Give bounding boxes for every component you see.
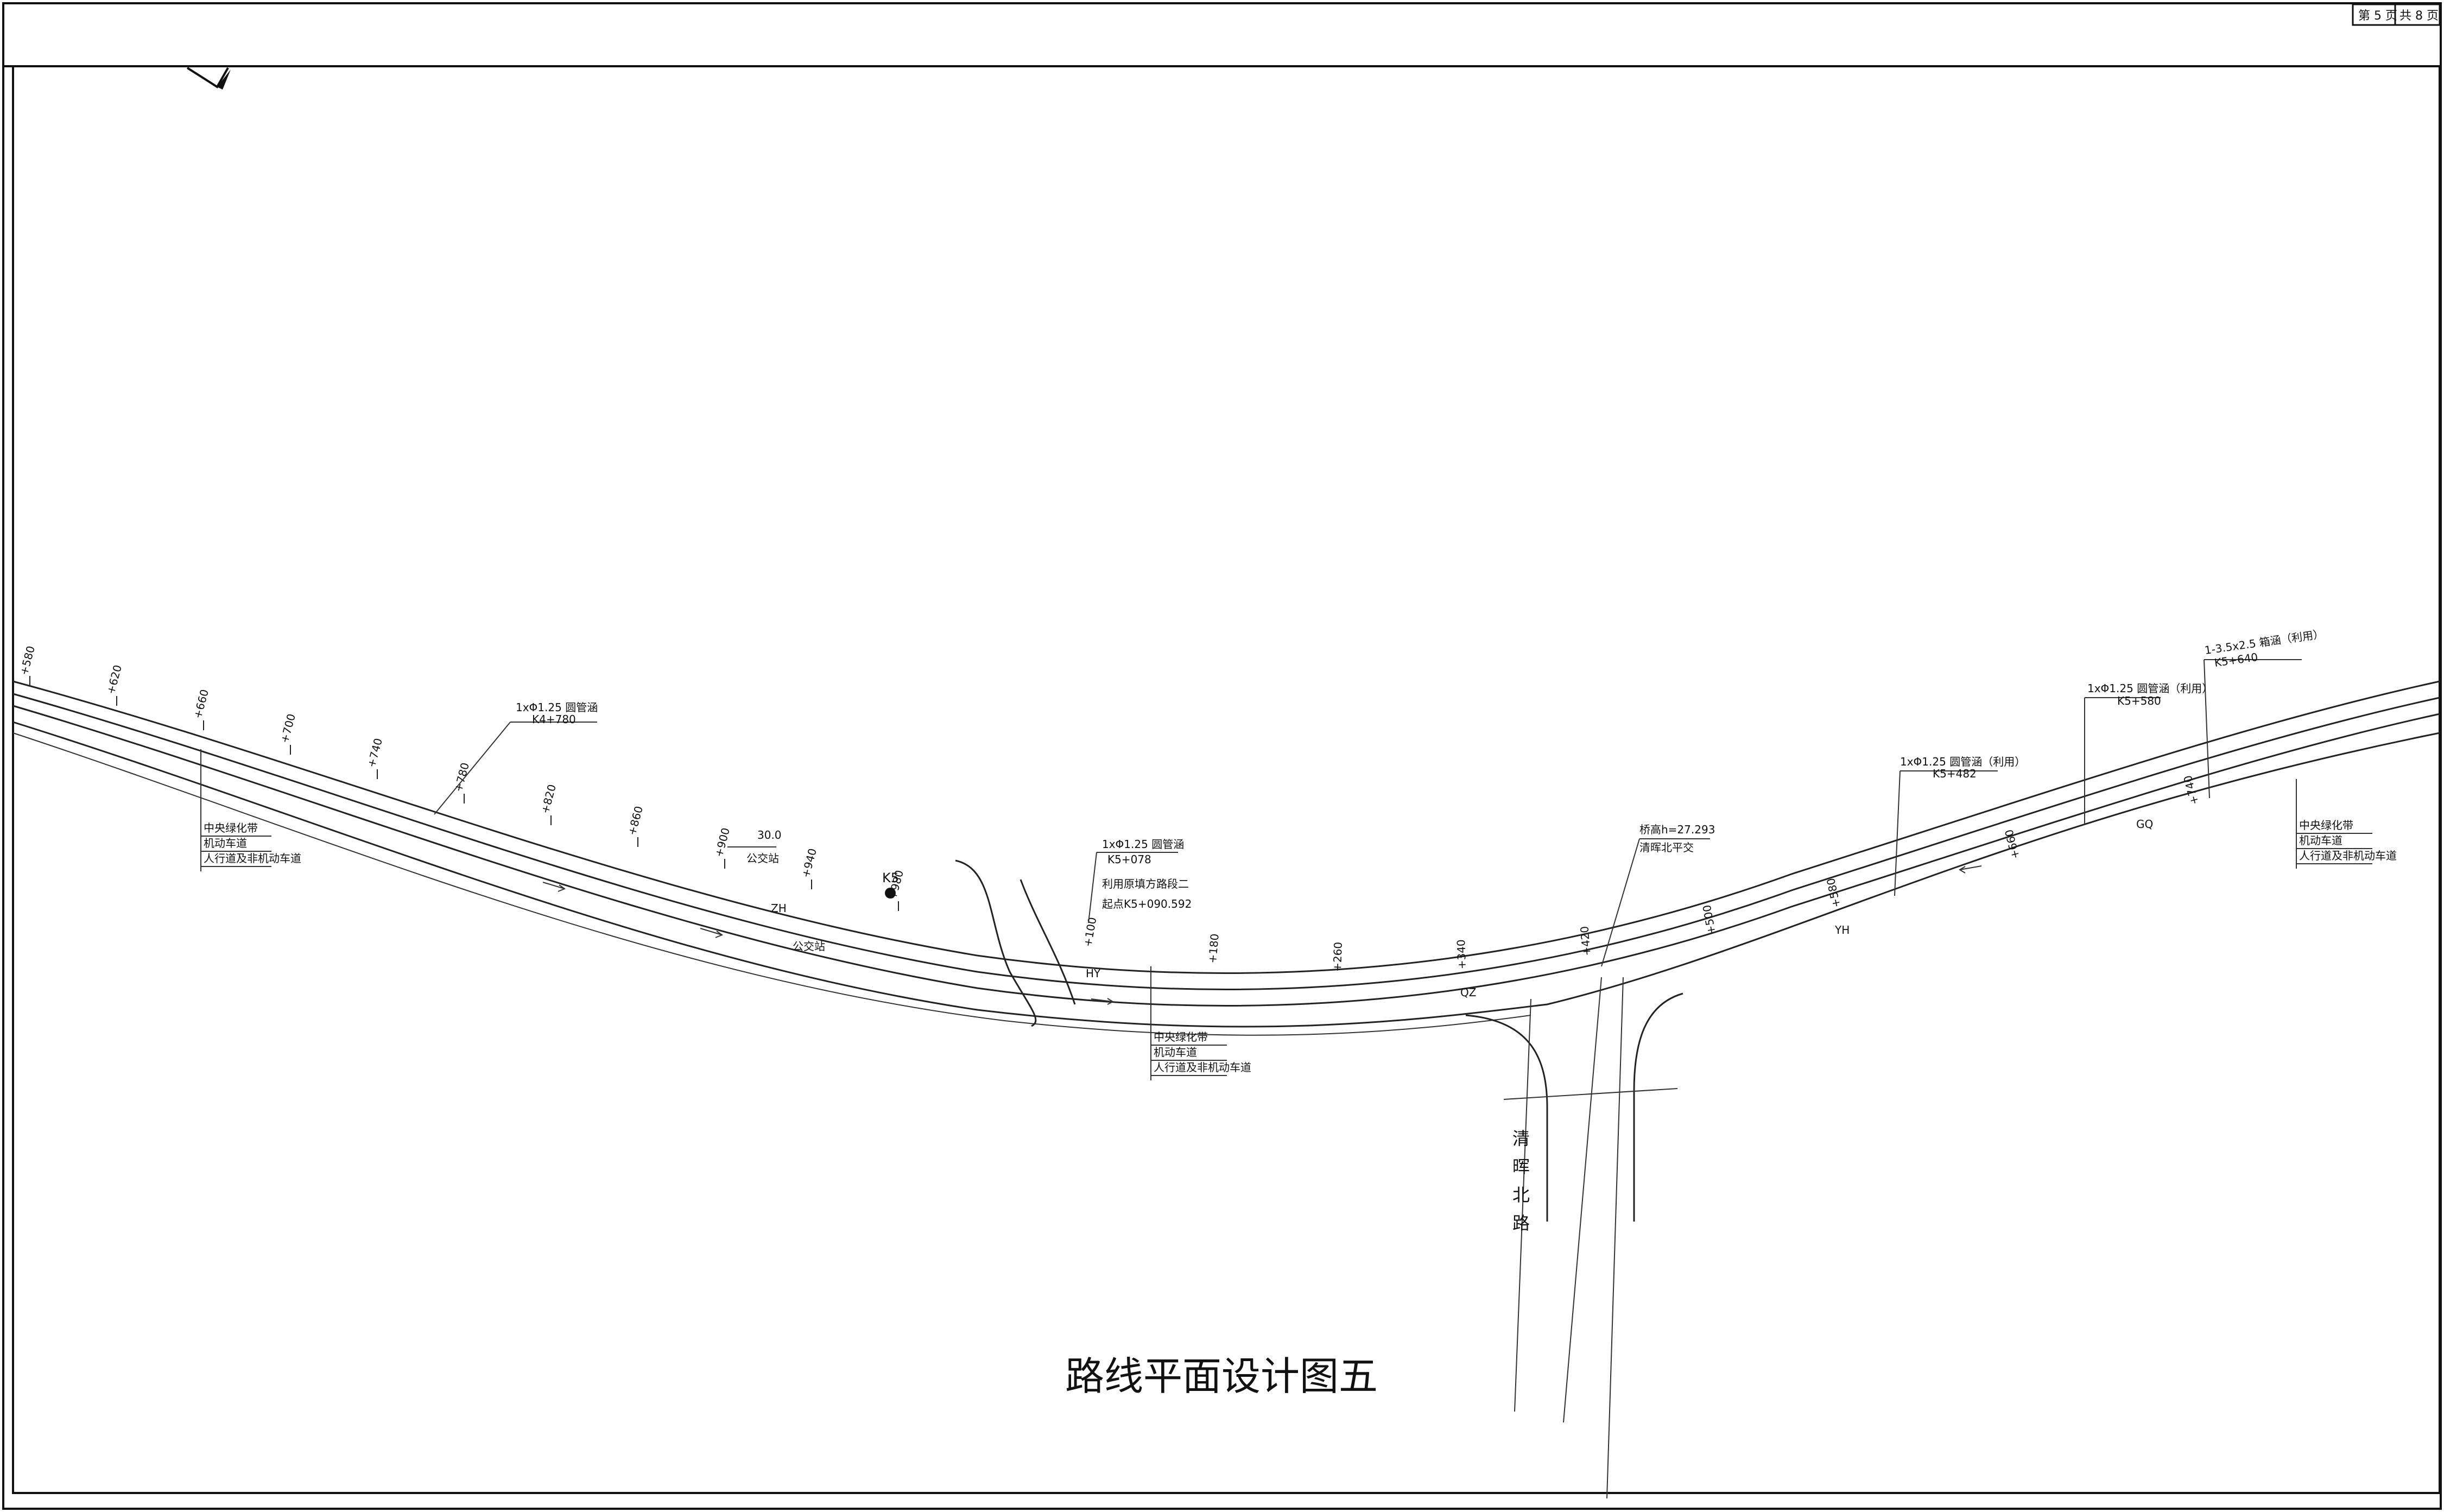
culvert-station: K5+078 [1107,853,1151,866]
legend-item: 机动车道 [2299,834,2342,847]
station-label: +820 [539,783,559,815]
station-label: +860 [625,805,645,837]
station-label: +780 [452,761,472,793]
curve-point: ZH [771,902,787,915]
legend-item: 中央绿化带 [204,821,258,834]
curve-point: QZ [1460,986,1476,999]
station-label: +260 [1331,941,1345,972]
legend-item: 人行道及非机动车道 [1154,1061,1251,1074]
station-ticks-west [29,676,899,911]
culvert-label: 1xΦ1.25 圆管涵（利用） [2087,682,2213,695]
bus-stop-dimension: 30.0 [757,828,782,842]
bridge-elevation-label: 桥高h=27.293 [1639,823,1715,836]
side-access-road [955,859,1076,1027]
culvert-label: 1-3.5x2.5 箱涵（利用） [2204,627,2325,657]
bus-stop-label: 公交站 [746,852,779,865]
station-label: +620 [104,663,124,695]
station-label: +580 +620 +660 +700 +740 +780 +820 +860 … [17,644,2201,972]
traffic-arrow-icon [542,865,1982,1005]
leader-lines [434,659,2302,967]
main-road [12,680,2440,1036]
station-label: +340 [1454,939,1468,970]
station-label: +580 [1824,877,1843,909]
curve-point: YH [1834,923,1850,937]
culvert-station: K5+482 [1933,767,1977,780]
bus-stop-label: 公交站 [793,940,825,953]
km-marker: K5 [882,870,899,885]
bridge-name-label: 清晖北平交 [1639,841,1694,854]
legend-item: 机动车道 [204,837,247,850]
curve-point: HY [1086,967,1101,980]
reuse-road-label: 利用原填方路段二 [1102,877,1189,890]
page-label: 第 5 页 [2358,9,2397,23]
culvert-label: 1xΦ1.25 圆管涵 [516,701,598,714]
legend-item: 中央绿化带 [2299,819,2353,832]
station-label: +580 [17,644,37,676]
cross-road [1465,977,1683,1499]
station-label: +100 [1081,916,1099,948]
station-label: +740 [365,737,385,769]
station-label: +500 [1700,904,1718,935]
curve-point: GQ [2136,818,2153,831]
culvert-label: 1xΦ1.25 圆管涵（利用） [1900,755,2025,768]
station-label: +700 [278,712,298,744]
cross-road-label: 清晖北路 [1510,1129,1530,1242]
page-number-box: 第 5 页 共 8 页 [2352,3,2441,26]
cross-section-legend: 中央绿化带 机动车道 人行道及非机动车道 中央绿化带 机动车道 人行道及非机动车… [200,749,2397,1080]
legend-item: 机动车道 [1154,1046,1197,1059]
station-label: +420 [1578,926,1593,957]
cross-road-name: 清晖北路 [1510,1129,1530,1242]
culvert-station: K5+580 [2117,694,2161,707]
north-arrow-icon [186,67,231,90]
km-marker-icon [885,888,896,899]
drawing-border [12,65,2441,1494]
total-pages-label: 共 8 页 [2399,9,2439,23]
culvert-label: 1xΦ1.25 圆管涵 [1102,838,1184,851]
start-point-label: 起点K5+090.592 [1102,897,1192,910]
legend-item: 人行道及非机动车道 [204,852,301,865]
station-label: +900 [712,826,732,858]
station-label: +660 [191,688,211,720]
station-label: +180 [1206,933,1221,964]
culvert-station: K4+780 [532,713,576,726]
legend-item: 人行道及非机动车道 [2299,849,2397,862]
annotations: 1xΦ1.25 圆管涵 K4+780 30.0 公交站 公交站 1xΦ1.25 … [516,627,2325,953]
page-title: 路线平面设计图五 [1065,1353,1378,1399]
station-label: +940 [799,847,819,879]
legend-item: 中央绿化带 [1154,1030,1208,1043]
